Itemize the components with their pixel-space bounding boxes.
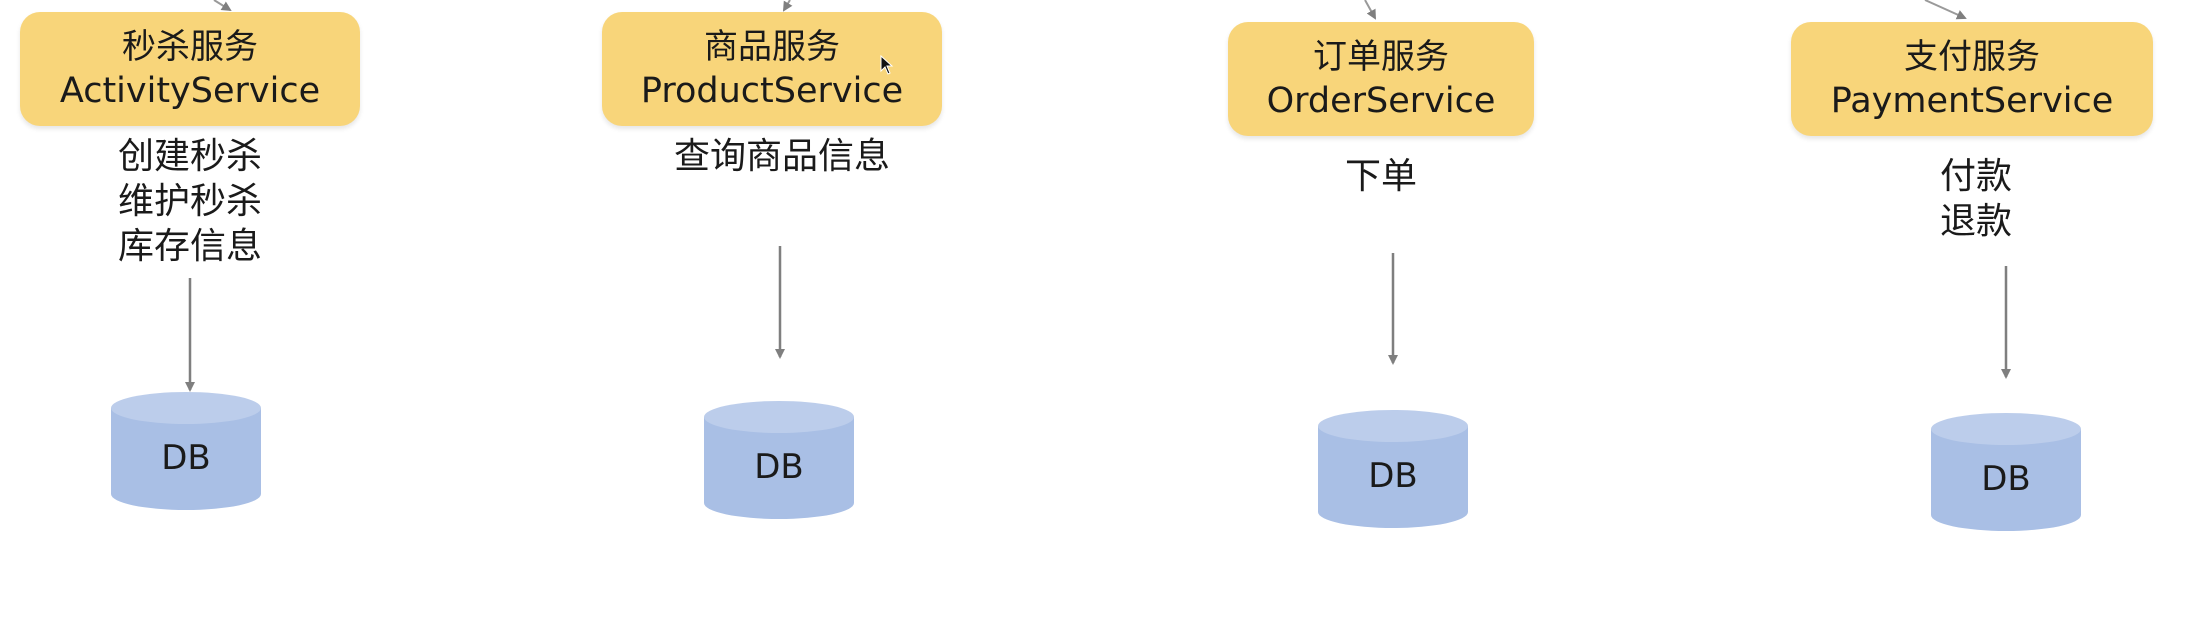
database-cylinder: DB [704, 401, 854, 521]
service-name-cn: 商品服务 [704, 27, 840, 67]
mouse-cursor-icon [880, 55, 894, 75]
database-icon [1318, 410, 1468, 528]
incoming-arrow [213, 0, 232, 12]
service-name-en: PaymentService [1830, 81, 2114, 121]
function-line: 付款 [1939, 156, 2012, 197]
db-label: DB [754, 447, 804, 487]
database-cylinder: DB [111, 392, 261, 512]
service-box-activity: 秒杀服务 ActivityService [20, 12, 360, 126]
service-box-order: 订单服务 OrderService [1228, 22, 1534, 136]
database-icon [704, 401, 854, 519]
incoming-arrow [782, 0, 793, 12]
service-name-cn: 支付服务 [1904, 37, 2040, 77]
service-functions: 查询商品信息 [612, 134, 952, 179]
database-cylinder: DB [1318, 410, 1468, 530]
function-line: 下单 [1344, 156, 1417, 197]
database-icon [111, 392, 261, 510]
function-line: 维护秒杀 [117, 181, 262, 222]
service-box-payment: 支付服务 PaymentService [1791, 22, 2153, 136]
service-name-cn: 订单服务 [1313, 37, 1449, 77]
service-name-en: ProductService [640, 71, 904, 111]
function-line: 退款 [1939, 201, 2012, 242]
service-name-en: OrderService [1266, 81, 1496, 121]
db-label: DB [161, 438, 211, 478]
service-functions: 创建秒杀 维护秒杀 库存信息 [20, 134, 360, 269]
service-functions: 付款 退款 [1806, 154, 2146, 244]
incoming-arrow [1364, 0, 1376, 20]
function-line: 创建秒杀 [117, 136, 262, 177]
incoming-arrow [1924, 0, 1967, 20]
database-cylinder: DB [1931, 413, 2081, 533]
service-functions: 下单 [1211, 154, 1551, 199]
service-name-en: ActivityService [59, 71, 321, 111]
db-label: DB [1368, 456, 1418, 496]
function-line: 查询商品信息 [673, 136, 890, 177]
service-name-cn: 秒杀服务 [122, 27, 258, 67]
db-label: DB [1981, 459, 2031, 499]
function-line: 库存信息 [117, 226, 262, 267]
database-icon [1931, 413, 2081, 531]
